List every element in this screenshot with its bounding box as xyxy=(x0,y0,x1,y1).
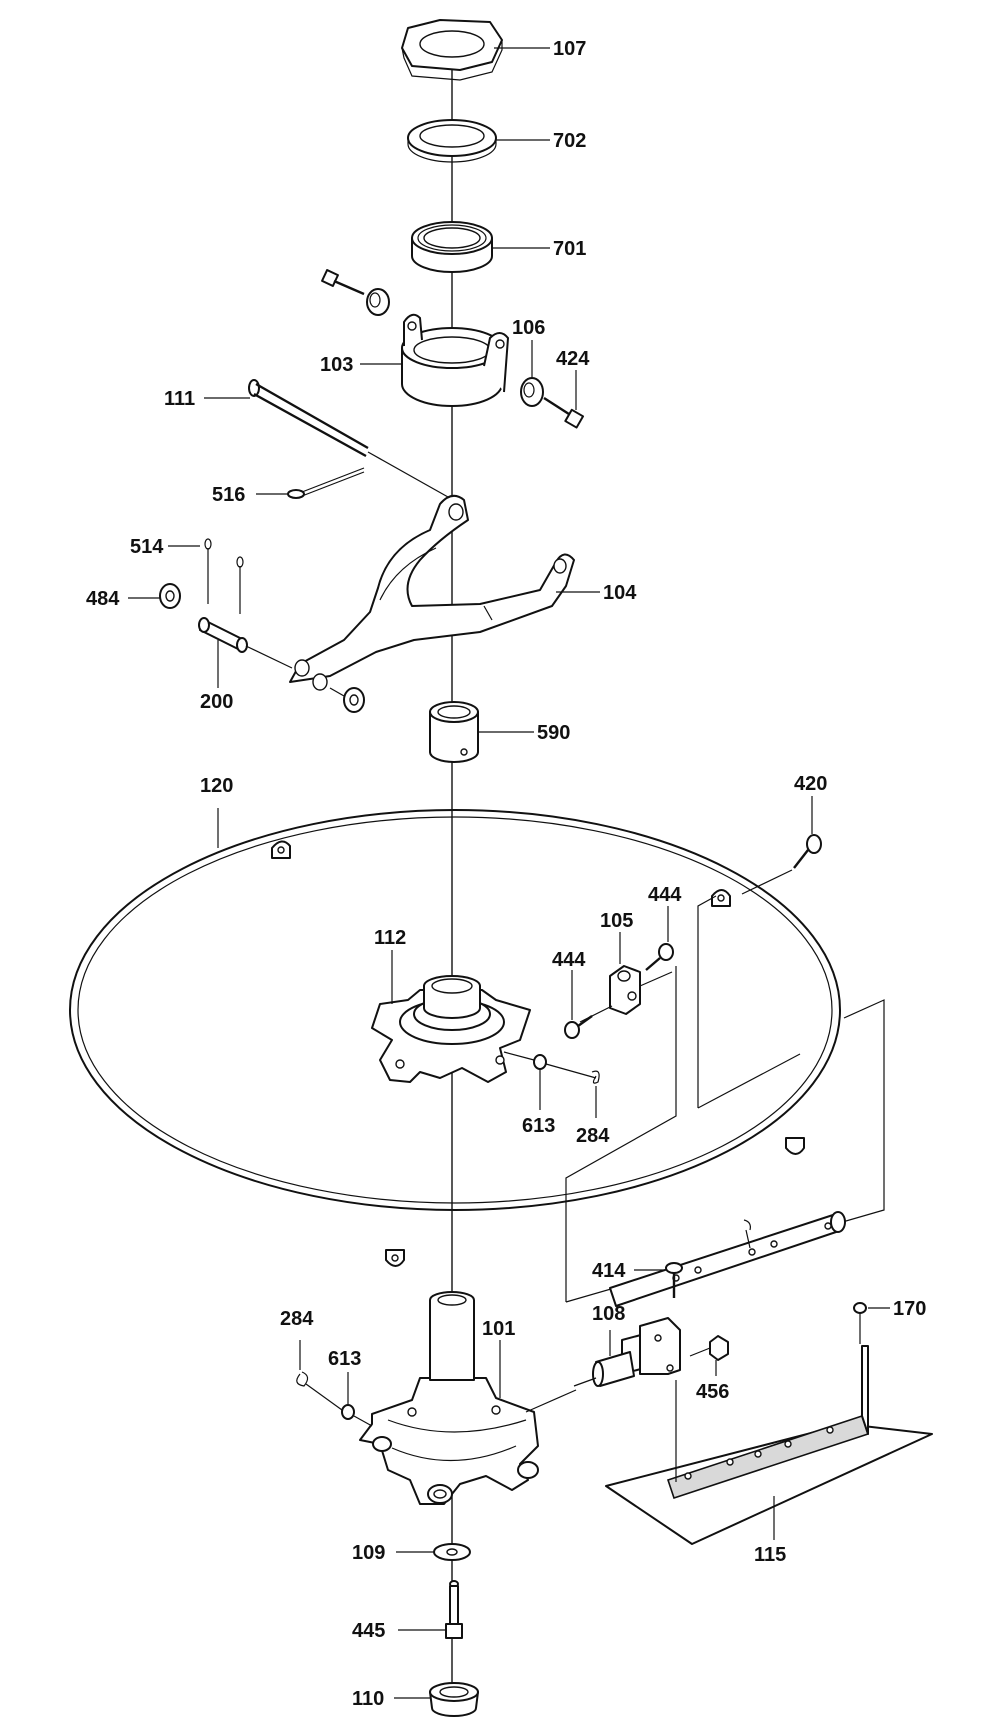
part-103-clamp-housing xyxy=(401,313,509,407)
part-456-nut xyxy=(689,1335,729,1361)
part-701-bearing xyxy=(411,221,493,273)
part-170-screw xyxy=(853,1302,867,1344)
part-120-guard-ring xyxy=(69,809,841,1267)
label-456: 456 xyxy=(696,1381,729,1403)
part-washer-yoke xyxy=(329,687,365,713)
label-112: 112 xyxy=(374,927,406,949)
part-112-upper-hub xyxy=(371,975,531,1083)
label-109: 109 xyxy=(352,1542,385,1564)
part-115-blade xyxy=(605,1345,933,1545)
label-613-upper: 613 xyxy=(522,1115,555,1137)
callout-frame-left xyxy=(565,966,677,1302)
label-284-upper: 284 xyxy=(576,1125,610,1147)
part-bolt-upper-left xyxy=(321,269,390,316)
label-444-upper: 444 xyxy=(648,884,682,906)
label-105: 105 xyxy=(600,910,633,932)
part-702-seal-ring xyxy=(407,119,497,163)
part-tube-assembly xyxy=(609,1211,846,1307)
label-104: 104 xyxy=(603,582,637,604)
label-516: 516 xyxy=(212,484,245,506)
label-107: 107 xyxy=(553,38,586,60)
label-170: 170 xyxy=(893,1298,926,1320)
label-108: 108 xyxy=(592,1303,625,1325)
part-101-lower-hub xyxy=(359,1291,577,1505)
label-514: 514 xyxy=(130,536,164,558)
label-590: 590 xyxy=(537,722,570,744)
callout-frame-link xyxy=(697,1053,801,1109)
label-103: 103 xyxy=(320,354,353,376)
label-445: 445 xyxy=(352,1620,385,1642)
part-444-screw-lower xyxy=(564,1015,593,1039)
label-111: 111 xyxy=(164,388,195,410)
part-424-bolt xyxy=(543,396,585,429)
callout-frame-right xyxy=(697,895,717,1108)
part-516-cotter-pin xyxy=(287,467,365,499)
label-200: 200 xyxy=(200,691,233,713)
label-484: 484 xyxy=(86,588,120,610)
part-414-bolt xyxy=(665,1262,683,1298)
part-613-stud-upper xyxy=(503,1051,597,1079)
label-701: 701 xyxy=(553,238,586,260)
part-444-screw-upper xyxy=(645,943,674,971)
part-108-spindle-bracket xyxy=(573,1317,681,1387)
part-109-washer xyxy=(433,1543,471,1561)
label-120: 120 xyxy=(200,775,233,797)
part-284-clip-upper xyxy=(591,1070,600,1084)
part-284-clip-lower xyxy=(296,1371,343,1411)
label-106: 106 xyxy=(512,317,545,339)
part-110-end-cap xyxy=(429,1682,479,1717)
label-101: 101 xyxy=(482,1318,515,1340)
part-420-bolt xyxy=(741,834,822,895)
part-106-bushing xyxy=(520,377,544,407)
part-104-yoke-arm xyxy=(289,494,575,691)
label-414: 414 xyxy=(592,1260,626,1282)
label-420: 420 xyxy=(794,773,827,795)
label-702: 702 xyxy=(553,130,586,152)
part-107-hex-nut xyxy=(401,19,503,81)
label-613-lower: 613 xyxy=(328,1348,361,1370)
part-200-clevis-pin xyxy=(198,617,293,669)
part-484-washer xyxy=(159,583,181,609)
part-590-sleeve xyxy=(429,701,479,763)
part-111-long-pin xyxy=(248,379,465,507)
label-284-lower: 284 xyxy=(280,1308,314,1330)
part-105-clamp-block xyxy=(579,965,673,1023)
label-444-lower: 444 xyxy=(552,949,586,971)
part-514-spring-pins xyxy=(204,538,244,614)
label-424: 424 xyxy=(556,348,590,370)
label-115: 115 xyxy=(754,1544,786,1566)
label-110: 110 xyxy=(352,1688,384,1710)
part-445-bolt xyxy=(445,1580,463,1639)
part-613-stud-lower xyxy=(341,1404,373,1427)
